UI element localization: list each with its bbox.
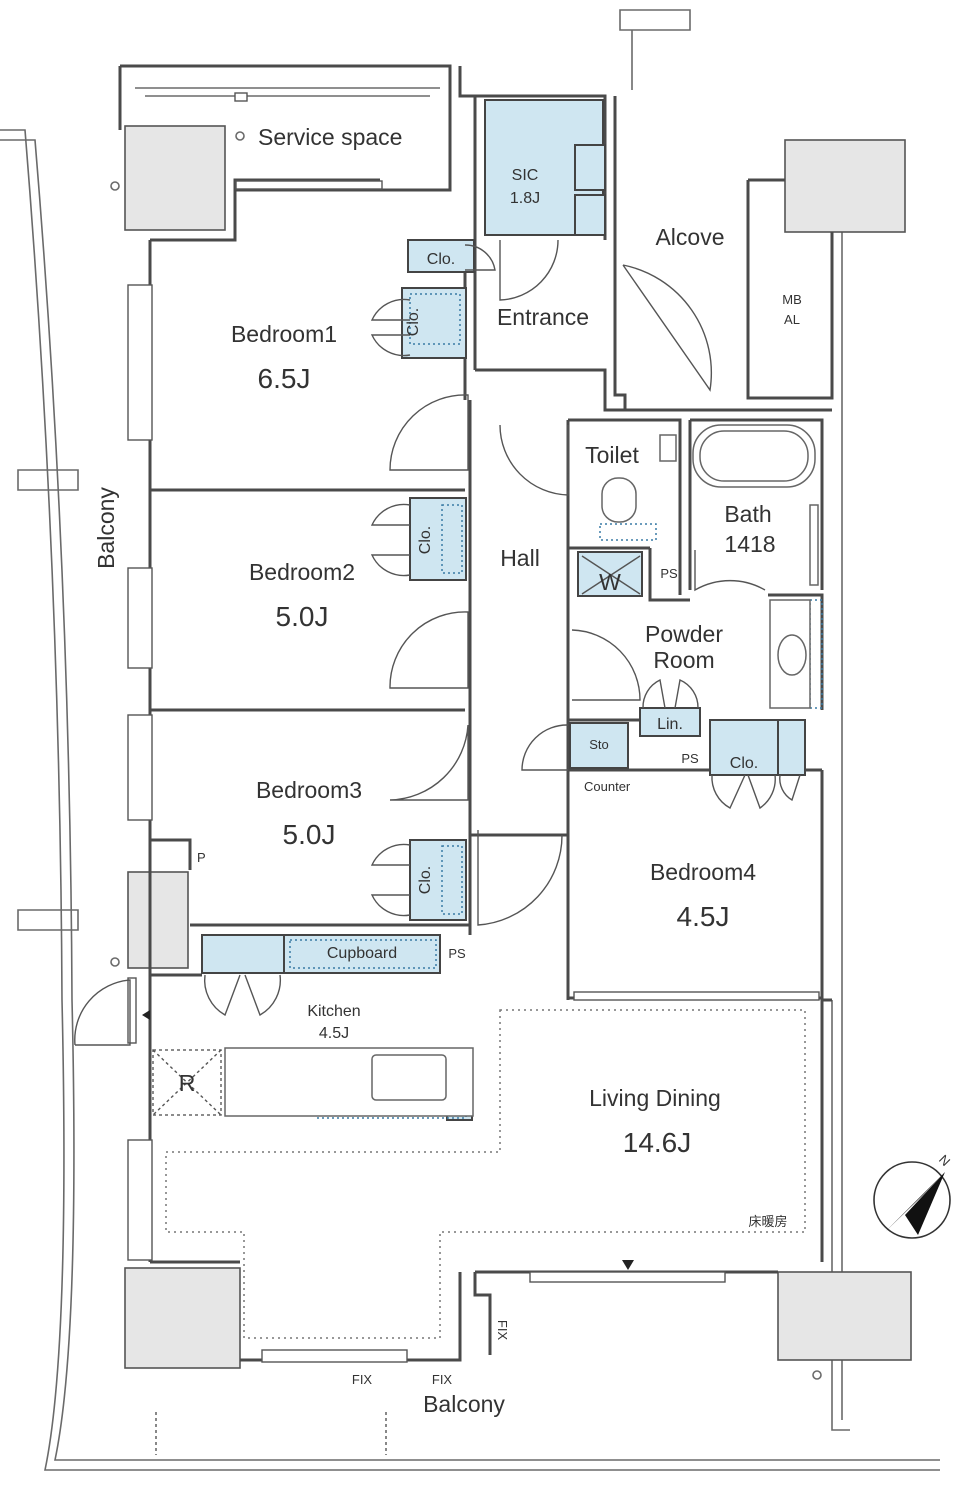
washer-label: W <box>599 569 621 595</box>
p-label: P <box>197 850 206 865</box>
mb-label: MB <box>782 292 802 307</box>
linen-label: Lin. <box>657 716 683 733</box>
living-dining-size: 14.6J <box>623 1127 692 1158</box>
toilet-label: Toilet <box>585 442 639 468</box>
floor-heating-label: 床暖房 <box>748 1214 787 1229</box>
powder-room-label-2: Room <box>653 647 714 673</box>
fix-label-2: FIX <box>432 1372 453 1387</box>
ps-label-counter: PS <box>681 751 699 766</box>
markers <box>110 131 822 1455</box>
bedroom3-label: Bedroom3 <box>256 777 362 803</box>
fridge-label: R <box>179 1070 196 1096</box>
north-compass-icon <box>873 1161 951 1239</box>
hall-label: Hall <box>500 545 540 571</box>
windows <box>127 180 820 1363</box>
bedroom1-label: Bedroom1 <box>231 321 337 347</box>
service-space-label: Service space <box>258 124 402 150</box>
bath-size: 1418 <box>724 531 775 557</box>
bedroom2-size: 5.0J <box>276 601 329 632</box>
balcony-label-bottom: Balcony <box>423 1391 505 1417</box>
ps-label-wash: PS <box>660 566 678 581</box>
sic-size: 1.8J <box>510 190 540 207</box>
floor-heating-area <box>165 1009 806 1339</box>
fixtures <box>152 424 819 1117</box>
al-label: AL <box>784 312 800 327</box>
closet-label-bedroom2: Clo. <box>417 526 434 554</box>
closet-label-bedroom4: Clo. <box>730 755 758 772</box>
bedroom2-label: Bedroom2 <box>249 559 355 585</box>
balcony-label-left: Balcony <box>93 487 119 569</box>
cupboard-label: Cupboard <box>327 945 397 962</box>
labels: Service space SIC 1.8J Alcove MB AL Entr… <box>93 124 953 1417</box>
bedroom4-label: Bedroom4 <box>650 859 756 885</box>
alcove-label: Alcove <box>655 224 724 250</box>
kitchen-size: 4.5J <box>319 1025 349 1042</box>
fix-label-1: FIX <box>352 1372 373 1387</box>
bedroom4-size: 4.5J <box>677 901 730 932</box>
closet-label-entrance: Clo. <box>427 251 455 268</box>
fix-label-vertical: FIX <box>495 1320 510 1341</box>
outer-structure <box>0 9 940 1471</box>
powder-room-label-1: Powder <box>645 621 723 647</box>
closet-label-bedroom3: Clo. <box>417 866 434 894</box>
counter-label: Counter <box>584 779 631 794</box>
north-label: N <box>936 1152 953 1169</box>
structural-columns <box>124 125 912 1369</box>
bedroom1-size: 6.5J <box>258 363 311 394</box>
living-dining-label: Living Dining <box>589 1085 721 1111</box>
entrance-label: Entrance <box>497 304 589 330</box>
doors <box>74 239 801 1046</box>
kitchen-label: Kitchen <box>307 1003 360 1020</box>
closet-label-bedroom1: Clo. <box>405 308 422 336</box>
storage-label: Sto <box>589 737 609 752</box>
bedroom3-size: 5.0J <box>283 819 336 850</box>
bath-label: Bath <box>724 501 771 527</box>
ps-label-cupboard: PS <box>448 946 466 961</box>
sic-label: SIC <box>512 167 539 184</box>
